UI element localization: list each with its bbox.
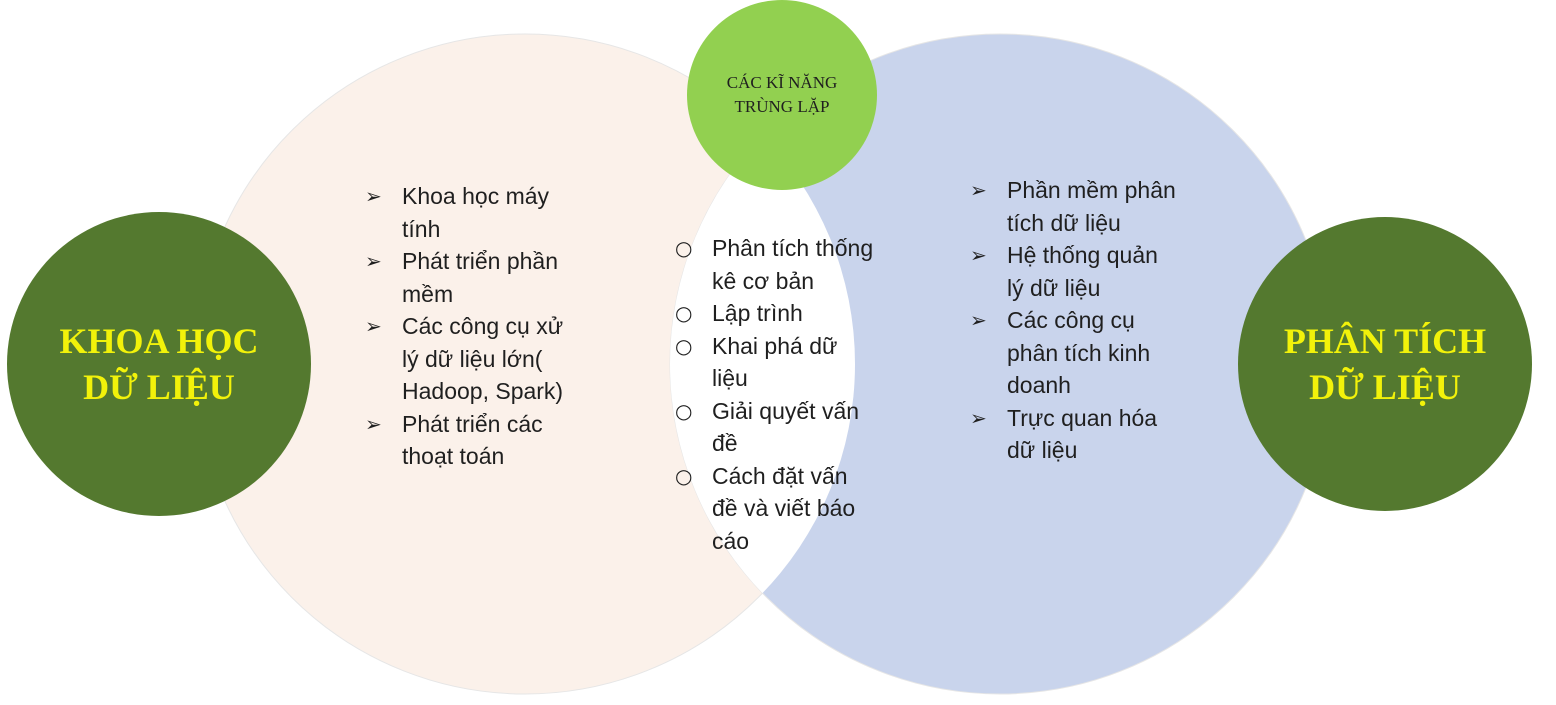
circle-bullet-icon: ○	[675, 398, 693, 423]
overlap-skill-line: Khai phá dữ	[712, 332, 838, 359]
overlap-skill-item: ○ Lập trình	[675, 297, 905, 330]
left-skill-line: Hadoop, Spark)	[402, 378, 564, 404]
left-main-label-line-2: DỮ LIỆU	[83, 367, 235, 407]
arrow-bullet-icon: ➢	[970, 243, 987, 267]
overlap-title: CÁC KĨ NĂNG TRÙNG LẶP	[697, 50, 867, 140]
right-skill-line: lý dữ liệu	[1007, 274, 1101, 301]
right-skill-line: Trực quan hóa	[1007, 404, 1158, 431]
left-skill-item: ➢ Phát triển phần mềm	[365, 245, 605, 310]
right-skill-line: Phần mềm phân	[1007, 177, 1176, 203]
right-main-label-line-1: PHÂN TÍCH	[1283, 321, 1487, 361]
left-skill-line: tính	[402, 215, 441, 242]
left-skill-item: ➢ Phát triển các thoạt toán	[365, 408, 605, 473]
circle-bullet-icon: ○	[675, 463, 693, 488]
overlap-skill-item: ○ Phân tích thống kê cơ bản	[675, 232, 905, 297]
overlap-skill-line: đề và viết báo	[712, 495, 856, 521]
overlap-title-circle	[687, 0, 877, 190]
arrow-bullet-icon: ➢	[365, 411, 382, 436]
left-end-circle	[7, 212, 311, 516]
left-skill-line: Khoa học máy	[402, 183, 550, 209]
left-main-label: KHOA HỌC DỮ LIỆU	[7, 244, 311, 484]
circle-bullet-icon: ○	[675, 333, 693, 358]
left-skill-item: ➢ Các công cụ xử lý dữ liệu lớn( Hadoop,…	[365, 310, 605, 408]
right-skill-line: doanh	[1007, 372, 1071, 398]
overlap-skill-line: đề	[712, 430, 738, 456]
right-skill-list: ➢ Phần mềm phân tích dữ liệu ➢ Hệ thống …	[970, 174, 1210, 467]
arrow-bullet-icon: ➢	[970, 178, 987, 202]
overlap-skill-line: Giải quyết vấn	[712, 397, 860, 424]
arrow-bullet-icon: ➢	[970, 405, 987, 430]
right-skill-line: Hệ thống quản	[1007, 242, 1158, 268]
overlap-skill-line: kê cơ bản	[712, 267, 815, 294]
right-main-label: PHÂN TÍCH DỮ LIỆU	[1238, 244, 1532, 484]
right-end-circle	[1238, 217, 1532, 511]
right-skill-line: phân tích kinh	[1007, 339, 1151, 366]
arrow-bullet-icon: ➢	[365, 249, 382, 273]
circle-bullet-icon: ○	[675, 236, 693, 260]
right-skill-line: Các công cụ	[1007, 307, 1135, 333]
overlap-skill-item: ○ Cách đặt vấn đề và viết báo cáo	[675, 460, 905, 558]
arrow-bullet-icon: ➢	[365, 184, 382, 208]
left-main-label-line-1: KHOA HỌC	[59, 321, 259, 361]
circle-bullet-icon: ○	[675, 301, 693, 325]
arrow-bullet-icon: ➢	[365, 314, 382, 338]
overlap-title-line-1: CÁC KĨ NĂNG	[726, 73, 838, 92]
left-skill-list: ➢ Khoa học máy tính ➢ Phát triển phần mề…	[365, 180, 605, 473]
overlap-skill-item: ○ Giải quyết vấn đề	[675, 395, 905, 460]
overlap-skill-line: Lập trình	[712, 300, 803, 326]
right-skill-item: ➢ Hệ thống quản lý dữ liệu	[970, 239, 1210, 304]
left-skill-line: mềm	[402, 280, 454, 307]
arrow-bullet-icon: ➢	[970, 308, 987, 332]
left-skill-line: Phát triển phần	[402, 248, 559, 274]
left-skill-item: ➢ Khoa học máy tính	[365, 180, 605, 245]
overlap-skill-line: Cách đặt vấn	[712, 462, 848, 489]
right-skill-line: tích dữ liệu	[1007, 209, 1121, 236]
right-skill-item: ➢ Trực quan hóa dữ liệu	[970, 402, 1210, 467]
left-skill-line: Các công cụ xử	[402, 313, 564, 339]
overlap-title-line-2: TRÙNG LẶP	[734, 97, 830, 116]
overlap-skill-line: Phân tích thống	[712, 235, 874, 261]
overlap-skill-item: ○ Khai phá dữ liệu	[675, 330, 905, 395]
right-skill-item: ➢ Các công cụ phân tích kinh doanh	[970, 304, 1210, 402]
right-main-label-line-2: DỮ LIỆU	[1309, 367, 1461, 407]
right-skill-item: ➢ Phần mềm phân tích dữ liệu	[970, 174, 1210, 239]
overlap-skill-line: liệu	[712, 365, 748, 391]
left-skill-line: thoạt toán	[402, 443, 505, 469]
right-skill-line: dữ liệu	[1007, 437, 1078, 463]
overlap-skill-line: cáo	[712, 527, 750, 554]
overlap-skill-list: ○ Phân tích thống kê cơ bản ○ Lập trình …	[675, 232, 905, 557]
left-skill-line: Phát triển các	[402, 410, 543, 437]
left-skill-line: lý dữ liệu lớn(	[402, 345, 543, 372]
